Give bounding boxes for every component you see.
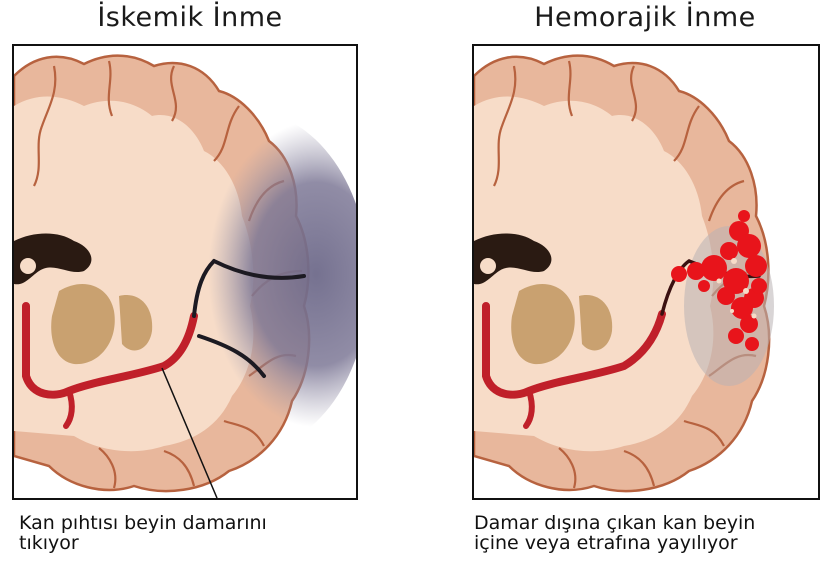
ischemic-stroke-title: İskemik İnme <box>20 2 360 33</box>
caption-line: tıkıyor <box>19 533 349 553</box>
caption-line: Kan pıhtısı beyin damarını <box>19 513 349 533</box>
ischemic-stroke-panel <box>12 44 358 500</box>
caption-line: içine veya etrafına yayılıyor <box>474 533 826 553</box>
caption-line: Damar dışına çıkan kan beyin <box>474 513 826 533</box>
hemorrhagic-stroke-caption: Damar dışına çıkan kan beyin içine veya … <box>474 513 826 553</box>
hemorrhagic-stroke-panel <box>472 44 820 500</box>
ischemic-stroke-caption: Kan pıhtısı beyin damarını tıkıyor <box>19 513 349 553</box>
ischemic-brain-illustration <box>14 46 356 498</box>
hemorrhagic-brain-illustration <box>474 46 818 498</box>
hemorrhagic-stroke-title: Hemorajik İnme <box>470 2 820 33</box>
